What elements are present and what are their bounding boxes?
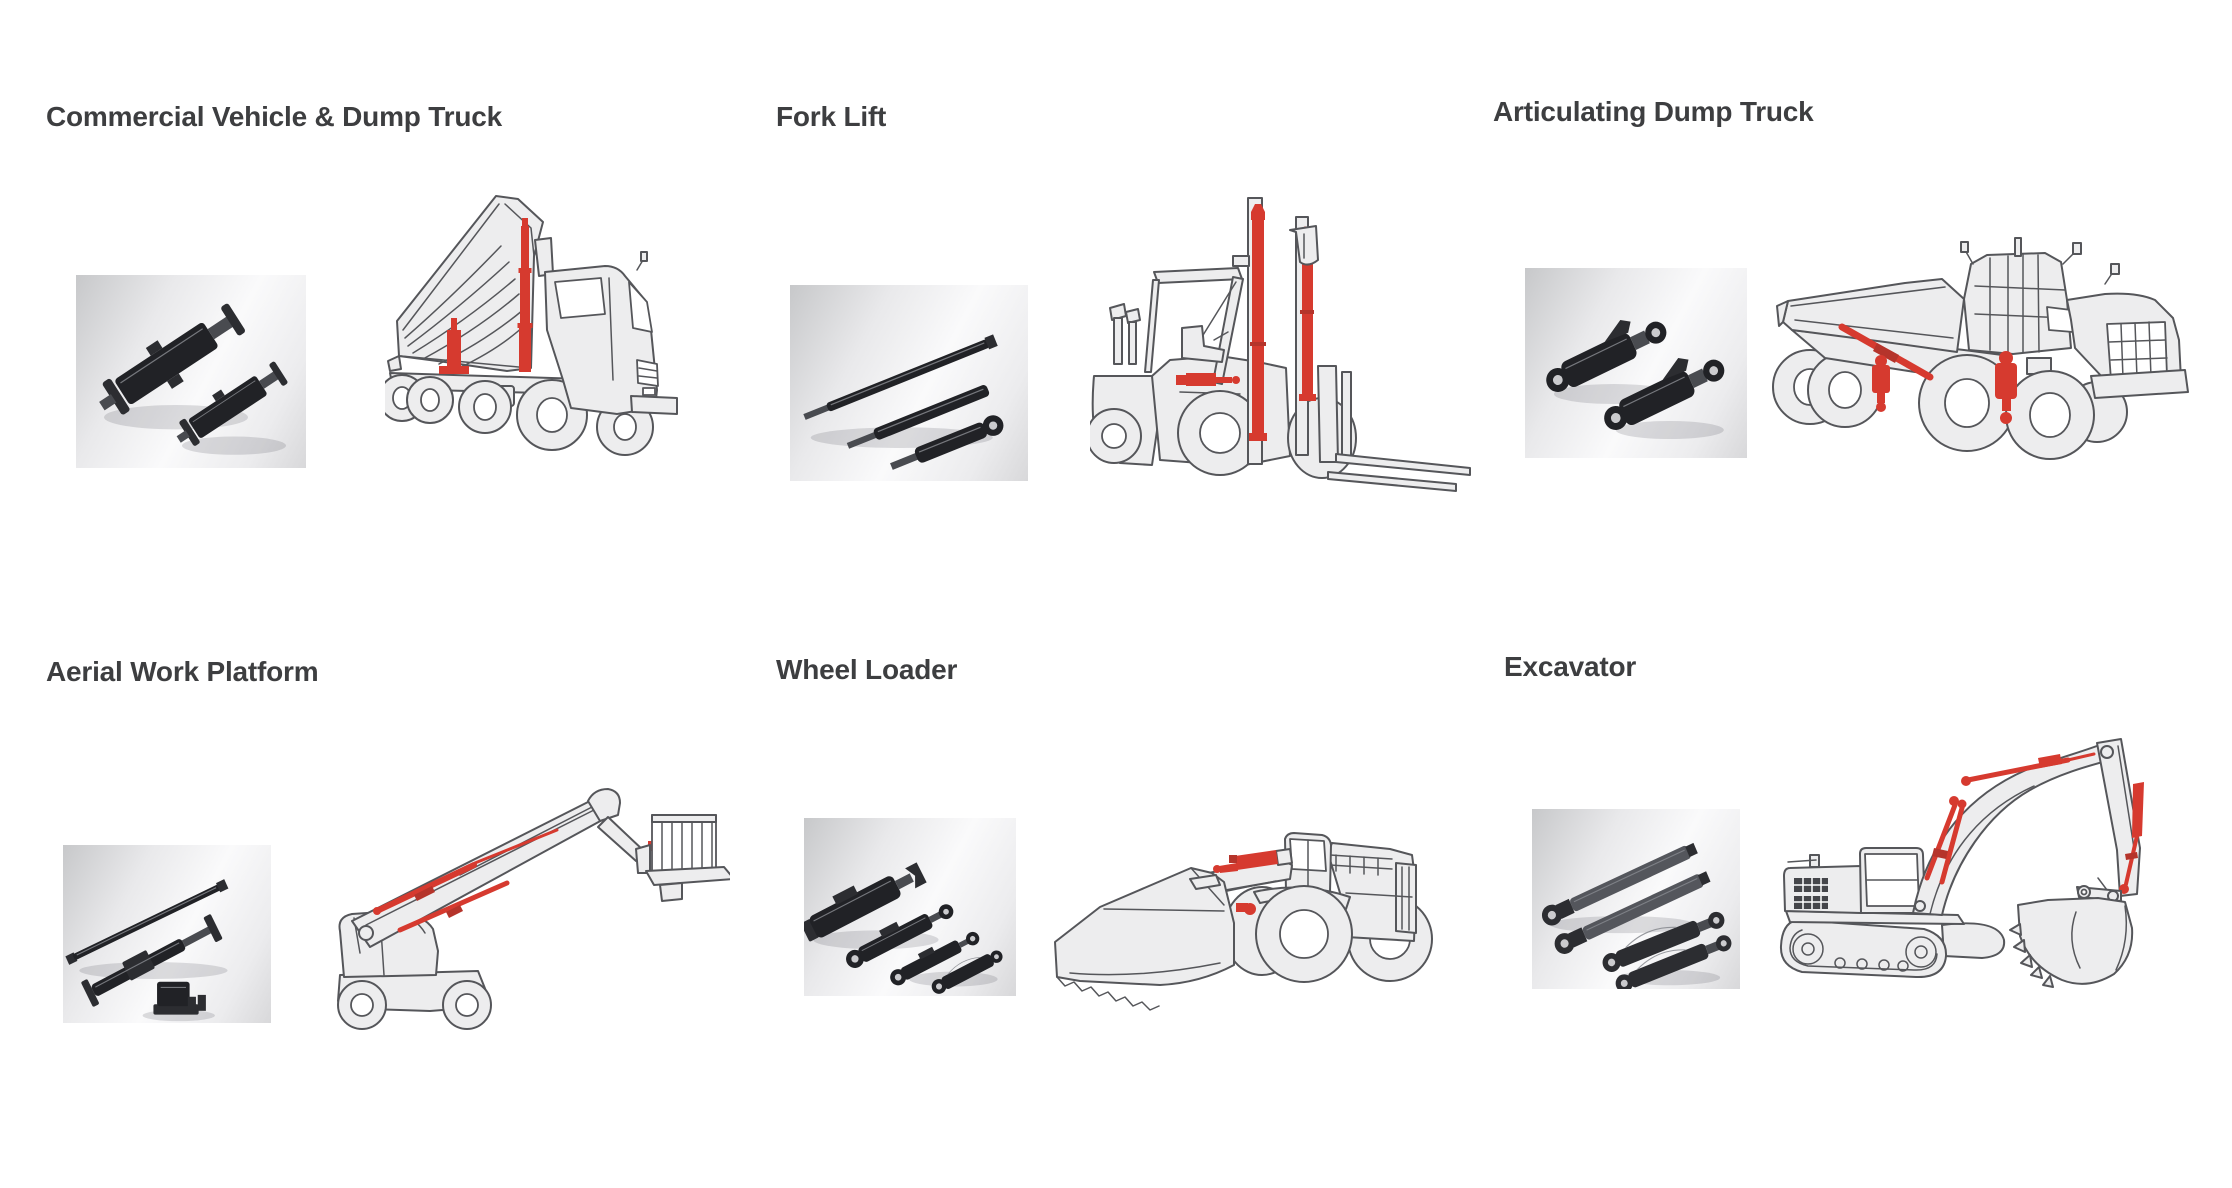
category-commercial-vehicle-dump-truck: Commercial Vehicle & Dump Truck bbox=[40, 95, 710, 515]
forklift-mast-cylinders-photo bbox=[790, 285, 1028, 481]
loader-cylinders-photo bbox=[804, 818, 1016, 996]
category-title: Fork Lift bbox=[776, 101, 887, 132]
dump-truck-illustration bbox=[385, 190, 695, 470]
category-articulating-dump-truck: Articulating Dump Truck bbox=[1487, 90, 2217, 510]
category-title: Wheel Loader bbox=[776, 654, 958, 685]
forklift-illustration bbox=[1090, 180, 1475, 505]
category-aerial-work-platform: Aerial Work Platform bbox=[40, 650, 740, 1080]
category-title: Articulating Dump Truck bbox=[1493, 96, 1814, 127]
category-excavator: Excavator bbox=[1498, 645, 2218, 1105]
platform-boom-cylinders-photo bbox=[63, 845, 271, 1023]
excavator-illustration bbox=[1758, 708, 2193, 1078]
category-wheel-loader: Wheel Loader bbox=[770, 648, 1450, 1068]
boom-lift-illustration bbox=[310, 785, 730, 1050]
category-title: Commercial Vehicle & Dump Truck bbox=[46, 101, 502, 132]
category-fork-lift: Fork Lift bbox=[770, 95, 1485, 525]
articulated-dump-truck-illustration bbox=[1765, 230, 2215, 480]
category-title: Excavator bbox=[1504, 651, 1637, 682]
excavator-cylinders-photo bbox=[1532, 809, 1740, 989]
suspension-cylinders-photo bbox=[1525, 268, 1747, 458]
wheel-loader-illustration bbox=[1040, 793, 1435, 1038]
dump-hoist-cylinders-photo bbox=[76, 275, 306, 468]
category-title: Aerial Work Platform bbox=[46, 656, 319, 687]
